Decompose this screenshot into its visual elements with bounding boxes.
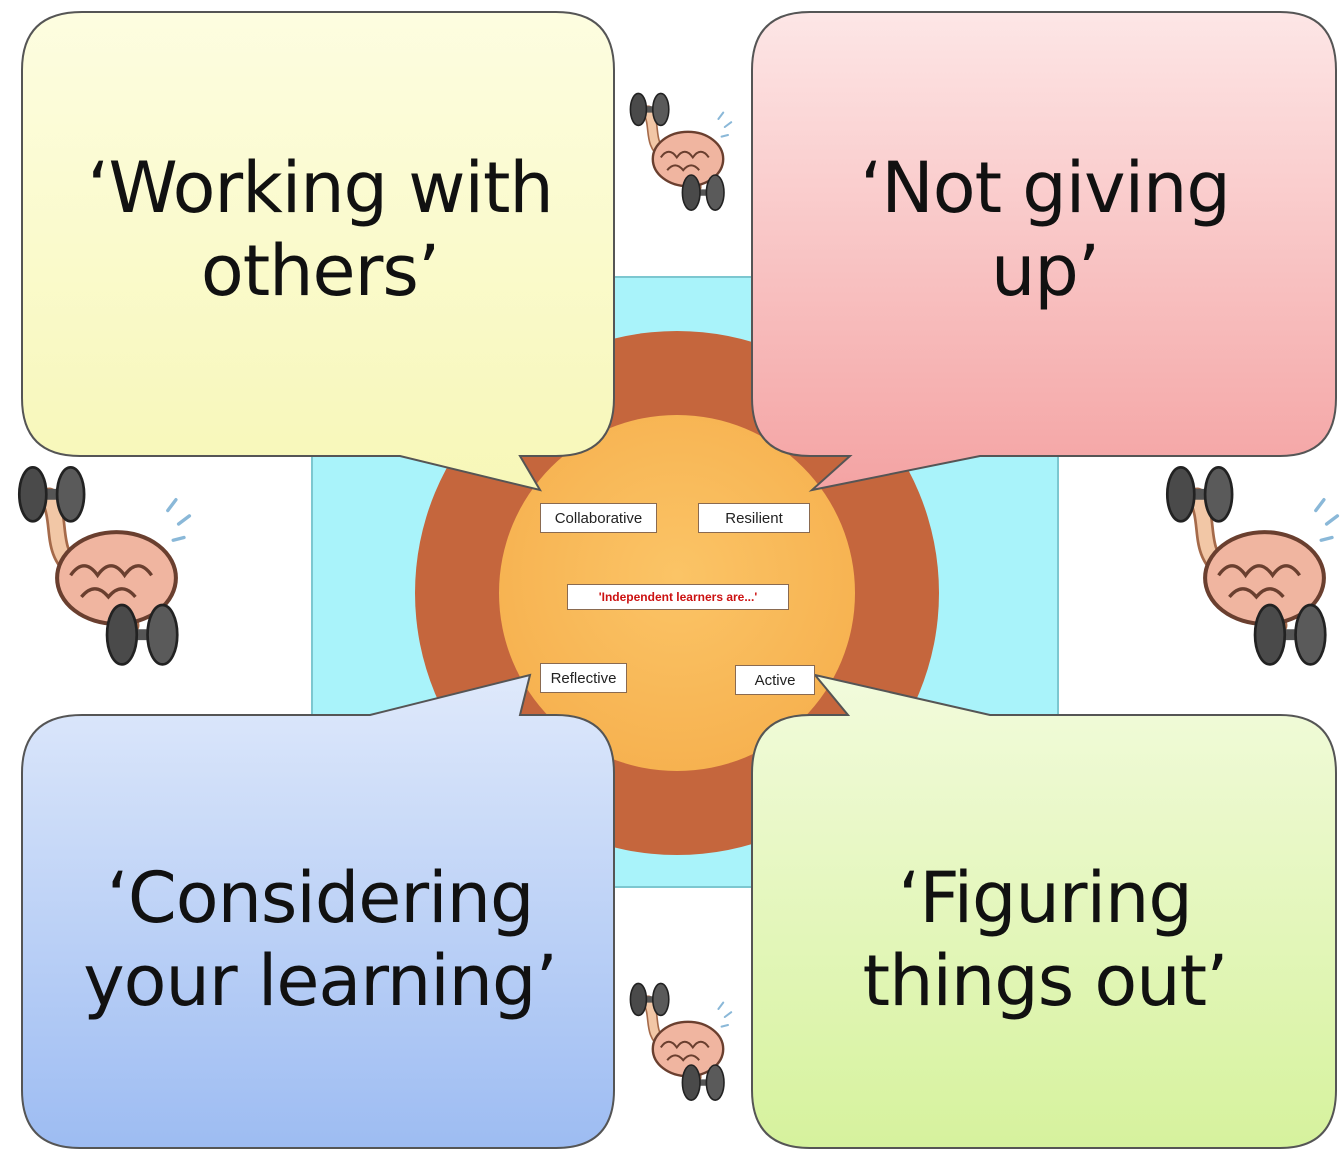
bubble-text-bottom-right: ‘Figuring things out’ bbox=[760, 810, 1330, 1070]
brain-lifting-dumbbells-icon bbox=[630, 983, 731, 1100]
bubble-not-giving-up bbox=[751, 11, 1337, 492]
bubble-line: ‘Considering bbox=[106, 857, 535, 940]
trait-resilient: Resilient bbox=[698, 503, 810, 533]
bubble-line: ‘Working with bbox=[87, 147, 554, 230]
brain-lifting-dumbbells-icon bbox=[19, 467, 189, 664]
bubble-working-with-others bbox=[21, 11, 615, 492]
bubble-line: up’ bbox=[990, 230, 1100, 312]
bubble-text-bottom-left: ‘Considering your learning’ bbox=[30, 810, 610, 1070]
brain-lifting-dumbbells-icon bbox=[1167, 467, 1337, 664]
center-label: 'Independent learners are...' bbox=[567, 584, 789, 610]
bubble-considering-your-learning bbox=[21, 673, 615, 1149]
trait-reflective: Reflective bbox=[540, 663, 627, 693]
bubble-text-top-right: ‘Not giving up’ bbox=[760, 100, 1330, 360]
brain-lifting-dumbbells-icon bbox=[630, 93, 731, 210]
trait-active: Active bbox=[735, 665, 815, 695]
bubble-line: ‘Not giving bbox=[860, 147, 1231, 230]
bubble-line: ‘Figuring bbox=[898, 857, 1193, 940]
bubble-line: your learning’ bbox=[83, 940, 557, 1022]
bubble-line: things out’ bbox=[862, 940, 1229, 1022]
bubble-figuring-things-out bbox=[751, 673, 1337, 1149]
trait-collaborative: Collaborative bbox=[540, 503, 657, 533]
bubble-text-top-left: ‘Working with others’ bbox=[30, 100, 610, 360]
bubble-line: others’ bbox=[200, 230, 440, 312]
